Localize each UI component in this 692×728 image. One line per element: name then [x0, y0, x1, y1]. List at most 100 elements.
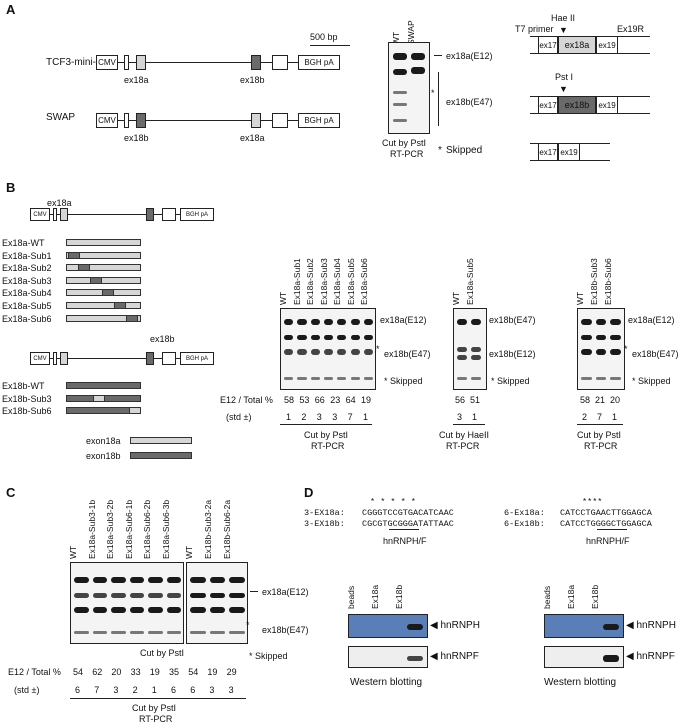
seq1a-name: 3-EX18a:	[304, 508, 345, 518]
blot2-wb-label: Western blotting	[544, 677, 617, 688]
lane-label: Ex18a-Sub6-3b	[160, 499, 171, 559]
lane-label: WT	[575, 291, 585, 305]
gel-b3-e12: ex18a(E12)	[628, 315, 675, 325]
ex18a-row-label: Ex18a-Sub3	[2, 275, 52, 286]
band	[595, 349, 606, 355]
band	[190, 607, 206, 613]
ex19r-label: Ex19R	[617, 24, 645, 34]
seq1b: CGCGTGCGGGATATTAAC	[362, 519, 454, 529]
wt-cmv-box: CMV	[96, 55, 118, 70]
b-ex19	[162, 208, 176, 221]
b-ex18b	[146, 208, 154, 221]
std-value: 6	[171, 685, 177, 695]
ex18a-sub-block	[102, 289, 114, 297]
band	[190, 593, 206, 598]
swap-ex18a-label: ex18a	[240, 133, 265, 143]
band	[284, 349, 294, 355]
band	[393, 69, 407, 75]
band	[457, 319, 467, 325]
seq1b-name: 3-EX18b:	[304, 519, 345, 529]
band	[457, 347, 467, 352]
band	[457, 355, 467, 360]
lane-label: Ex18b-Sub3-2a	[203, 499, 213, 559]
band	[166, 577, 181, 583]
ex18b-row-label: Ex18b-Sub3	[2, 393, 52, 404]
band	[610, 319, 621, 325]
band	[92, 577, 107, 583]
band	[603, 624, 619, 630]
gel-a	[388, 42, 430, 134]
gel-c-cut: Cut by PstI	[140, 648, 185, 658]
std-value: 7	[94, 685, 100, 695]
panel-b-label: B	[6, 180, 16, 195]
ex18b-row-bar	[66, 382, 141, 389]
e12-percent-value: 64	[345, 395, 356, 405]
band	[407, 656, 423, 661]
skipped-label: Skipped	[638, 376, 671, 386]
gel-b1-skipped: * Skipped	[384, 376, 423, 386]
seq2b-name: 6-Ex18b:	[504, 519, 545, 529]
sch1-ex19: ex19	[596, 36, 618, 54]
scale-bar	[310, 45, 350, 46]
std-value: 2	[301, 412, 307, 422]
blot1-hnrnpf	[348, 646, 428, 668]
band	[337, 319, 347, 325]
seq2a: CATCCTGAACTTGGAGCA	[560, 508, 652, 518]
seq1a: CGGGTCCGTGACATCAAC	[362, 508, 454, 518]
gel-a-rtpcr-label: RT-PCR	[390, 149, 424, 159]
legend-exon18b-bar	[130, 452, 192, 459]
gel-b3-rtpcr: RT-PCR	[584, 441, 618, 451]
e12-percent-value: 19	[149, 667, 160, 677]
band	[350, 349, 360, 355]
std-value: 2	[132, 685, 138, 695]
std-value: 1	[612, 412, 618, 422]
b2-ex19	[162, 352, 176, 365]
band	[111, 577, 126, 583]
gel-a-skipped-label: Skipped	[446, 145, 483, 156]
band	[323, 319, 334, 325]
tick	[250, 591, 258, 592]
b-intron-line	[50, 214, 180, 215]
gel-c-e47: ex18b(E47)	[262, 625, 309, 635]
std-value: 6	[190, 685, 196, 695]
gel-b1	[280, 308, 376, 390]
motif1-label: hnRNPH/F	[383, 536, 427, 546]
panel-c-label: C	[6, 485, 16, 500]
seq2-stars: ****	[582, 497, 603, 507]
band	[363, 349, 374, 355]
lane-label: WT	[68, 545, 78, 559]
band	[471, 377, 481, 380]
motif2-underline	[597, 529, 627, 530]
blot2-hnrnpf	[544, 646, 624, 668]
gel-b1-e47: ex18b(E47)	[384, 349, 431, 359]
b-cmv: CMV	[30, 208, 50, 221]
band	[407, 624, 423, 630]
ex18a-row-label: Ex18a-Sub1	[2, 250, 52, 261]
band	[148, 607, 163, 613]
band	[350, 335, 360, 340]
lane-label: Ex18a-Sub6-1b	[123, 499, 134, 559]
blot2-hnrnpf-label: ◀ hnRNPF	[626, 651, 675, 662]
std-value: 2	[582, 412, 588, 422]
ex18a-row-label: Ex18a-Sub4	[2, 288, 52, 299]
b2-cmv: CMV	[30, 352, 50, 365]
band	[111, 607, 126, 613]
lane-label: Ex18a-Sub3	[318, 258, 329, 305]
panel-a-label: A	[6, 2, 16, 17]
gel-a-cut-label: Cut by PstI	[382, 138, 427, 148]
gel-a-e12-label: ex18a(E12)	[446, 51, 493, 61]
band	[581, 349, 592, 355]
band	[337, 349, 347, 355]
gel-c-e12: ex18a(E12)	[262, 587, 309, 597]
ex18a-row-bar	[66, 276, 141, 284]
ex18b-sub-block	[129, 407, 141, 415]
sch1-ex18a: ex18a	[558, 36, 596, 54]
band	[595, 335, 606, 340]
psti-label: Pst I	[555, 72, 574, 82]
band	[310, 319, 320, 325]
gel-c-rtpcr: RT-PCR	[139, 714, 173, 724]
lane-label: beads	[542, 585, 552, 609]
band	[471, 355, 481, 360]
gel-b2	[453, 308, 487, 390]
gel-a-skipped-asterisk: *	[438, 145, 442, 156]
